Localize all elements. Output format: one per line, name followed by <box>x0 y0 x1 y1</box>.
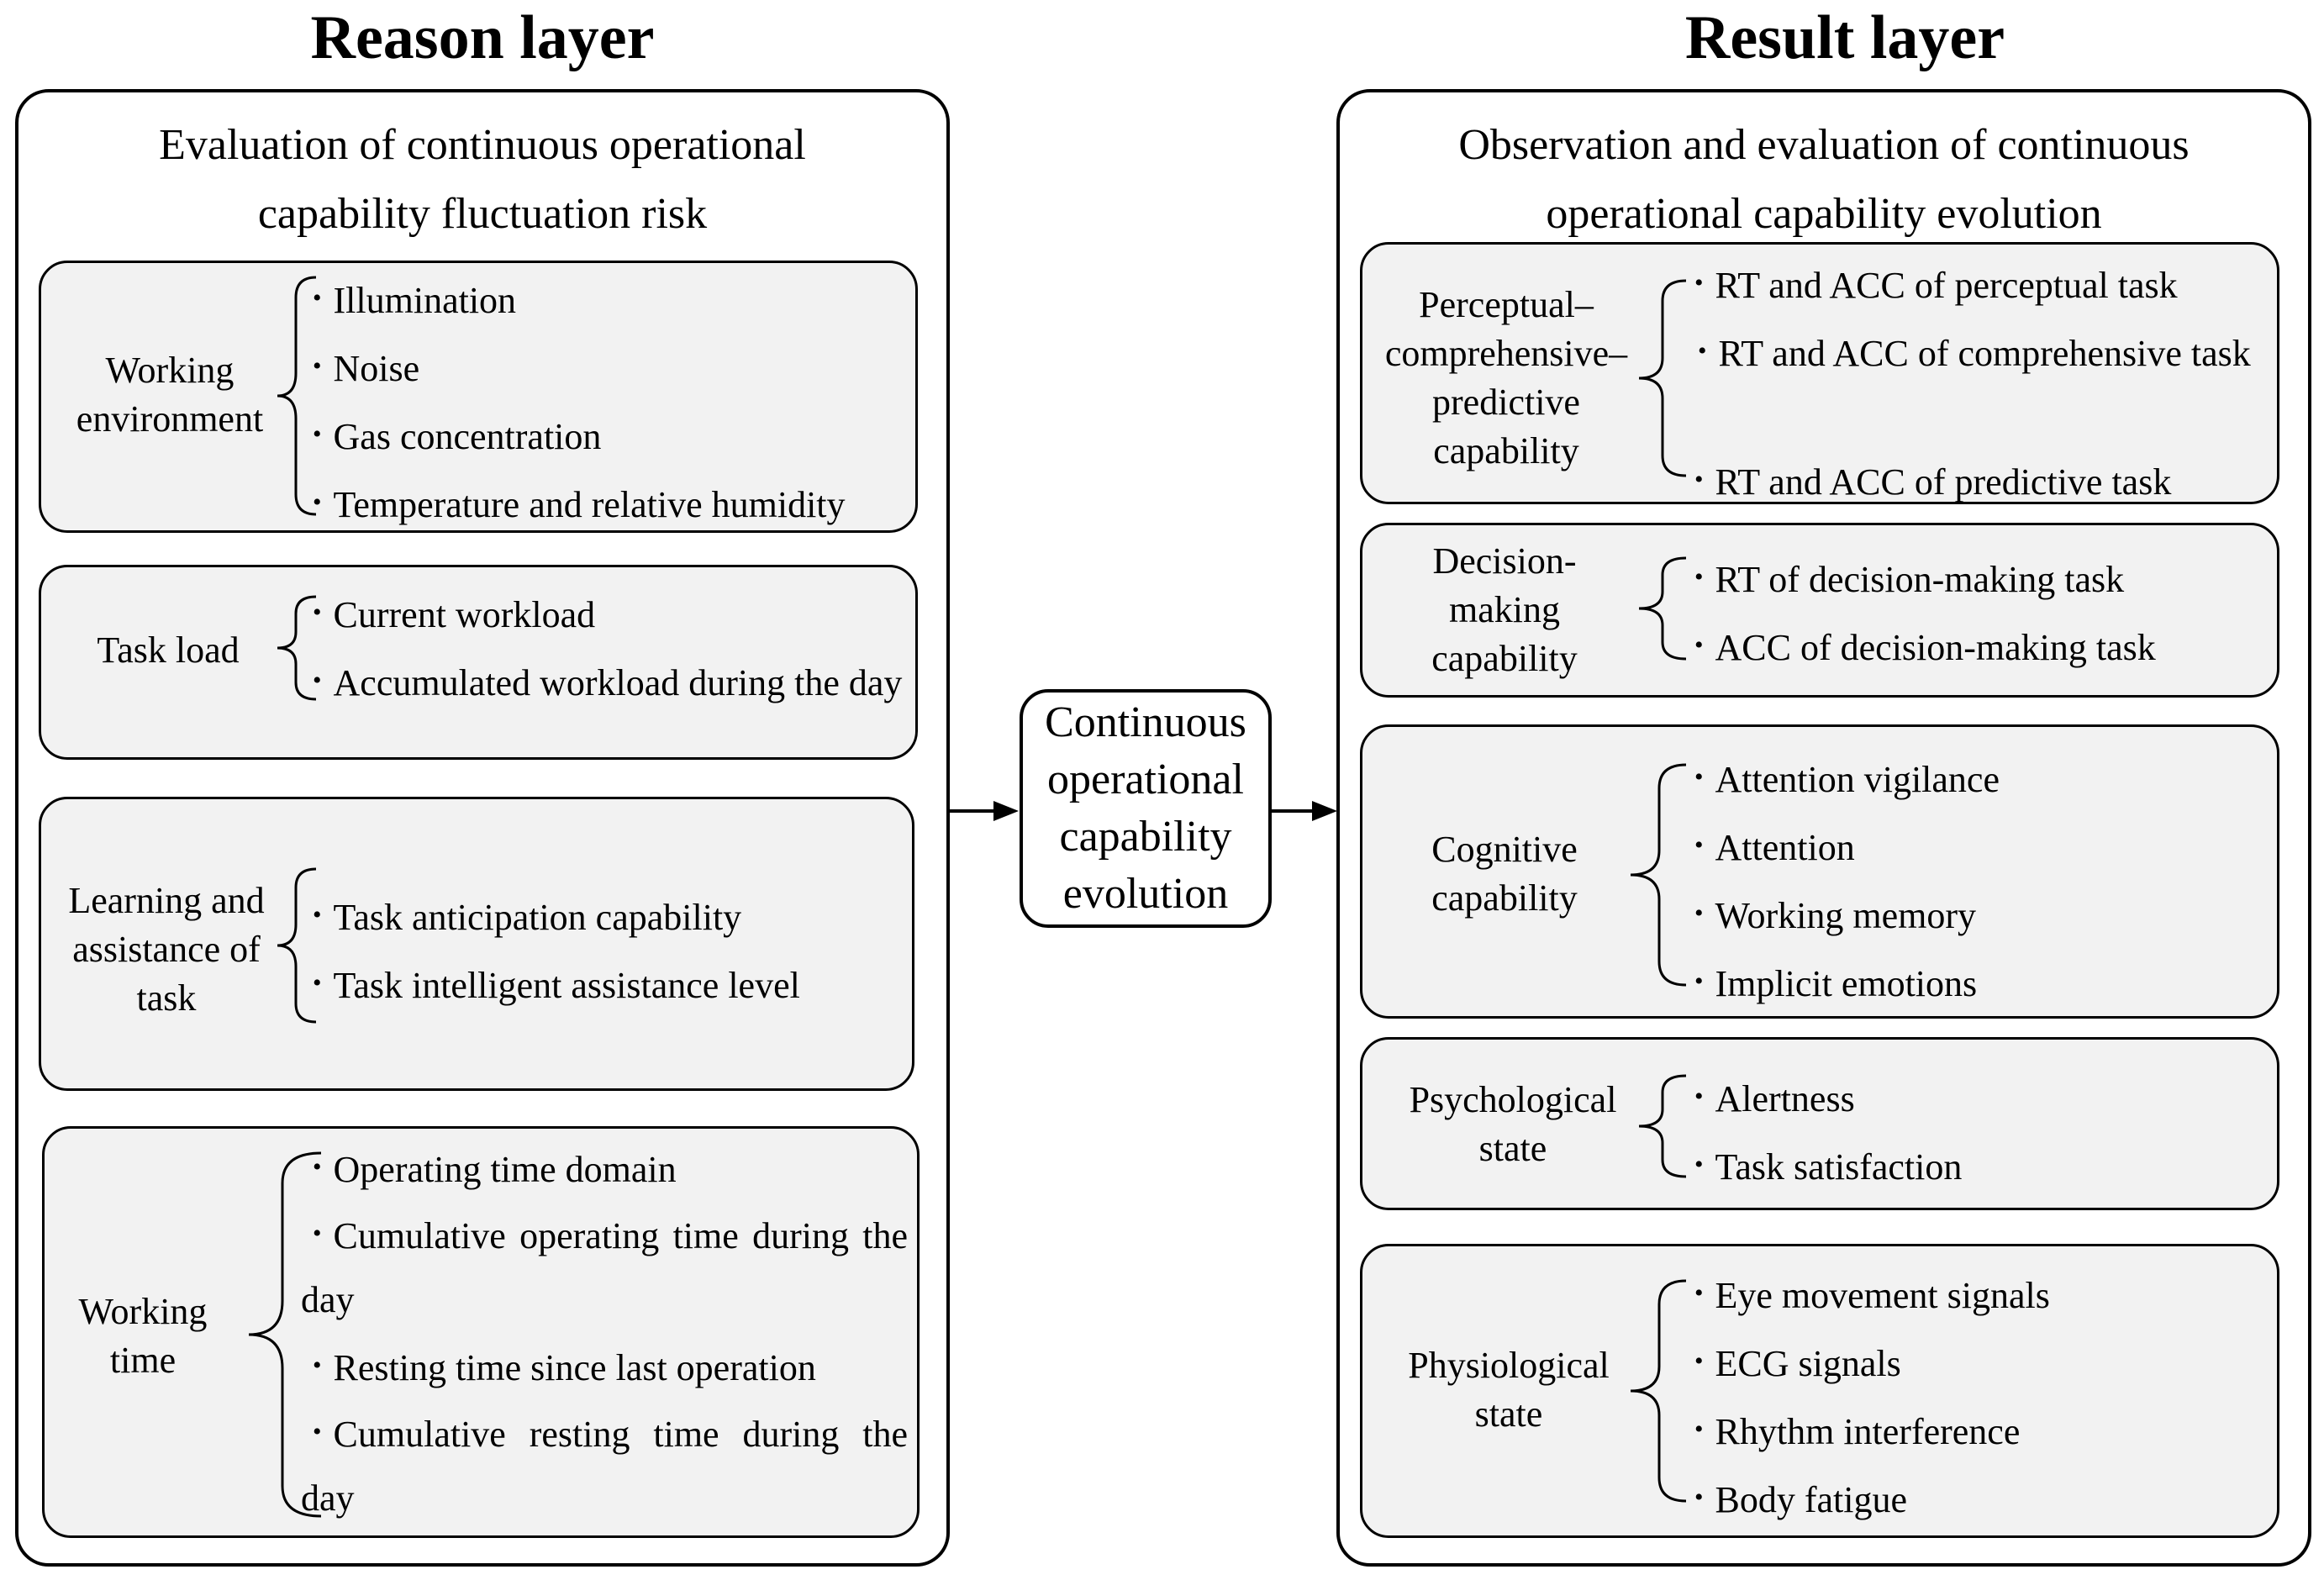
group-physiological-state <box>1360 1244 2279 1538</box>
reason-panel-heading-line2: capability fluctuation risk <box>257 190 708 238</box>
list-item: •Eye movement signals <box>1694 1275 2050 1316</box>
list-item: •Task intelligent assistance level <box>313 965 800 1006</box>
result-panel-heading-line2: operational capability evolution <box>1546 190 2102 238</box>
list-item: •Task anticipation capability <box>313 897 742 938</box>
brace-icon <box>1638 279 1687 477</box>
list-item: •Resting time since last operation <box>313 1347 816 1388</box>
group-label-decision-making-capability: Decision-making capability <box>1431 540 1578 679</box>
group-cognitive-capability <box>1360 724 2279 1019</box>
list-item: •RT and ACC of comprehensive task <box>1698 333 2251 374</box>
brace-icon <box>1638 556 1687 661</box>
list-item: •Task satisfaction <box>1694 1146 1963 1188</box>
brace-icon <box>1630 763 1687 987</box>
group-label-learning-assistance: Learning and assistance of task <box>68 880 265 1019</box>
list-item: •Rhythm interference <box>1694 1411 2021 1452</box>
group-learning-assistance <box>39 797 914 1091</box>
group-label-perceptual-capability: Perceptual–comprehensive–predictive capa… <box>1384 284 1628 471</box>
list-item: •ECG signals <box>1694 1343 1901 1384</box>
reason-layer-title: Reason layer <box>310 3 655 72</box>
group-label-physiological-state: Physiological state <box>1408 1345 1610 1435</box>
list-item: •Alertness <box>1694 1078 1855 1119</box>
group-label-working-environment: Working environment <box>76 350 264 440</box>
group-working-time <box>42 1126 920 1538</box>
list-item: •Operating time domain <box>313 1149 677 1190</box>
brace-icon <box>248 1151 322 1518</box>
brace-icon <box>277 595 317 701</box>
list-item: •RT and ACC of perceptual task <box>1694 265 2178 306</box>
list-item: •Working memory <box>1694 895 1977 936</box>
group-label-cognitive-capability: Cognitive capability <box>1431 829 1578 919</box>
list-item: •Current workload <box>313 594 596 635</box>
list-item: •ACC of decision-making task <box>1694 627 2156 668</box>
group-label-psychological-state: Psychological state <box>1409 1079 1617 1169</box>
result-panel-heading-line1: Observation and evaluation of continuous <box>1458 121 2190 169</box>
list-item: •Temperature and relative humidity <box>313 484 846 525</box>
list-item: •Attention <box>1694 827 1855 868</box>
brace-icon <box>1638 1074 1687 1178</box>
list-item: •Cumulative resting time during the day <box>301 1414 908 1519</box>
reason-panel-heading-line1: Evaluation of continuous operational <box>159 121 806 169</box>
arrow-right-icon <box>1272 801 1337 821</box>
list-item: •Accumulated workload during the day <box>313 662 903 703</box>
list-item: •Body fatigue <box>1694 1479 1908 1520</box>
brace-icon <box>277 276 317 516</box>
list-item: •Attention vigilance <box>1694 759 2000 800</box>
brace-icon <box>1630 1279 1687 1503</box>
list-item: •RT of decision-making task <box>1694 559 2125 600</box>
list-item: •Implicit emotions <box>1694 963 1978 1004</box>
group-decision-making-capability <box>1360 523 2279 698</box>
group-psychological-state <box>1360 1037 2279 1210</box>
group-label-working-time: Working time <box>78 1291 208 1381</box>
list-item: •Gas concentration <box>313 416 602 457</box>
center-evolution-box: Continuous operational capability evolut… <box>1020 689 1272 928</box>
list-item: •RT and ACC of predictive task <box>1694 461 2172 503</box>
group-perceptual-capability <box>1360 242 2279 504</box>
list-item: •Illumination <box>313 280 517 321</box>
list-item: •Cumulative operating time during the da… <box>301 1215 908 1320</box>
group-working-environment <box>39 261 918 533</box>
list-item: •Noise <box>313 348 420 389</box>
brace-icon <box>277 867 317 1024</box>
result-layer-title: Result layer <box>1684 3 2005 72</box>
group-task-load <box>39 565 918 760</box>
arrow-right-icon <box>950 801 1019 821</box>
group-label-task-load: Task load <box>97 629 240 671</box>
